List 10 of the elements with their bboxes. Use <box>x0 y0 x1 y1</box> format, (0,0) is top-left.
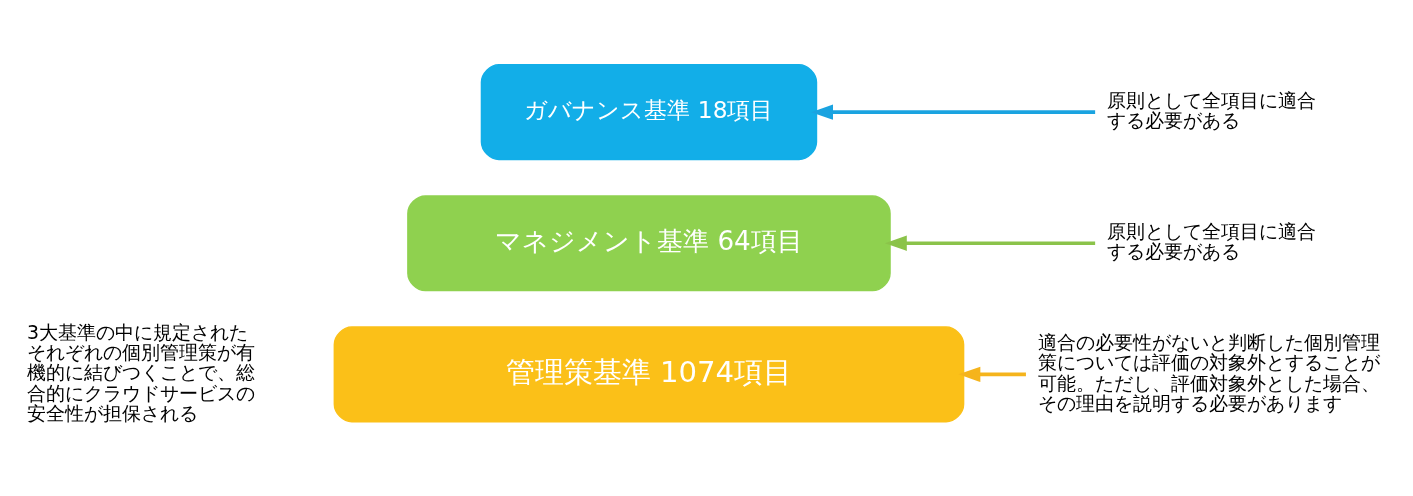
arrow <box>811 104 1096 120</box>
node-box: マネジメント基準 64項目 <box>407 195 891 292</box>
node-text: 原則として全項目に適合する必要がある <box>1107 220 1317 263</box>
node-text: 適合の必要性がないと判断した個別管理策については評価の対象外とすることが可能。ただし、評価対象外とした場合、その理由を説明する必要があります <box>1037 330 1380 414</box>
arrow <box>958 366 1026 383</box>
label: 3大基準の中に規定されたそれぞれの個別管理策が有機的に結びつくことで、総合的にクラウドサービスの安全性が担保される <box>26 320 255 425</box>
node-box: 管理策基準 1074項目 <box>333 326 965 423</box>
node-text: 原則として全項目に適合する必要がある <box>1107 88 1317 132</box>
arrow <box>884 235 1096 251</box>
node-box: ガバナンス基準 18項目 <box>480 64 818 161</box>
